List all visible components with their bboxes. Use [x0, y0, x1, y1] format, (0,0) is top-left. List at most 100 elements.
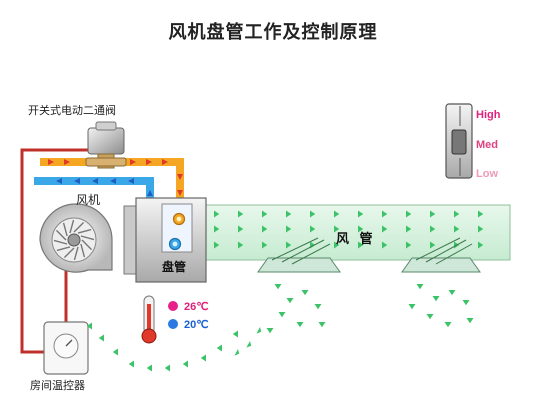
airflow-arrow — [238, 225, 244, 233]
airflow-arrow — [406, 210, 412, 218]
air-diffuser-icon-right — [401, 237, 481, 273]
airflow-arrow — [128, 360, 134, 368]
airflow-arrow — [214, 241, 220, 249]
airflow-arrow — [146, 364, 152, 372]
air-diffuser-icon-left — [257, 237, 341, 273]
airflow-arrow — [478, 210, 484, 218]
airflow-arrow — [262, 225, 268, 233]
airflow-arrow — [164, 364, 170, 372]
fan-blade — [77, 228, 92, 234]
airflow-arrow — [416, 284, 424, 290]
thermometer-icon — [141, 295, 157, 344]
airflow-arrow — [478, 225, 484, 233]
airflow-arrow — [334, 210, 340, 218]
temp-hot-label: 26℃ — [184, 301, 209, 313]
fan-blade — [69, 219, 75, 234]
airflow-arrow — [478, 241, 484, 249]
temp-cold-label: 20℃ — [184, 319, 209, 331]
airflow-arrow — [382, 241, 388, 249]
airflow-arrow — [454, 225, 460, 233]
fan-blade — [73, 221, 85, 233]
airflow-arrow — [430, 241, 436, 249]
airflow-arrow — [466, 318, 474, 324]
outflow-air-arrows — [266, 284, 474, 334]
airflow-arrow — [358, 241, 364, 249]
fan-speed-high: High — [476, 109, 501, 121]
airflow-arrow — [262, 210, 268, 218]
fan-blade — [53, 239, 68, 245]
airflow-arrow — [246, 341, 252, 348]
airflow-arrow — [98, 334, 104, 342]
airflow-arrow — [286, 225, 292, 233]
airflow-arrow — [310, 225, 316, 233]
duct-label: 风 管 — [336, 232, 376, 247]
room-air-arrows — [86, 322, 262, 372]
fan-blade — [80, 243, 86, 258]
airflow-arrow — [408, 304, 416, 310]
valve-label: 开关式电动二通阀 — [28, 104, 116, 117]
airflow-arrow — [301, 290, 309, 296]
fan-speed-med: Med — [476, 139, 498, 151]
airflow-arrow — [430, 225, 436, 233]
airflow-arrow — [234, 349, 240, 356]
airflow-arrow — [432, 296, 440, 302]
diagram-title: 风机盘管工作及控制原理 — [168, 22, 378, 43]
airflow-arrow — [406, 225, 412, 233]
airflow-arrow — [238, 210, 244, 218]
fan-speed-low: Low — [476, 168, 498, 180]
airflow-arrow — [256, 327, 262, 334]
airflow-arrow — [334, 225, 340, 233]
airflow-arrow — [334, 241, 340, 249]
fan-blade — [55, 229, 67, 241]
airflow-arrow — [310, 210, 316, 218]
coil-unit — [123, 197, 207, 283]
fan-blade — [73, 246, 79, 261]
airflow-arrow — [200, 354, 206, 362]
airflow-arrow — [182, 360, 188, 368]
airflow-arrow — [454, 210, 460, 218]
cold-temp-dot — [168, 319, 178, 329]
airflow-arrow — [382, 225, 388, 233]
control-wire — [20, 148, 93, 354]
fan-blade — [56, 246, 71, 252]
airflow-arrow — [216, 344, 222, 352]
airflow-arrow — [238, 241, 244, 249]
fan-blade — [62, 222, 68, 237]
airflow-arrow — [232, 330, 238, 338]
supply-water-pipe — [40, 158, 184, 215]
fan-speed-switch-icon — [445, 103, 473, 179]
fan-blade — [81, 239, 93, 251]
airflow-arrow — [358, 210, 364, 218]
airflow-arrow — [314, 304, 322, 310]
airflow-arrow — [426, 314, 434, 320]
airflow-arrow — [286, 241, 292, 249]
hot-temp-dot — [168, 301, 178, 311]
airflow-arrow — [214, 210, 220, 218]
airflow-arrow — [462, 300, 470, 306]
airflow-arrow — [112, 348, 118, 356]
fan-blade — [80, 235, 95, 241]
airflow-arrow — [274, 284, 282, 290]
airflow-arrow — [430, 210, 436, 218]
airflow-arrow — [444, 322, 452, 328]
airflow-arrow — [278, 312, 286, 318]
room-thermostat-icon — [43, 321, 89, 375]
airflow-arrow — [296, 322, 304, 328]
coil-label: 盘管 — [162, 260, 187, 274]
fan-icon — [39, 203, 113, 273]
airflow-arrow — [382, 210, 388, 218]
thermostat-label: 房间温控器 — [30, 379, 85, 392]
airflow-arrow — [262, 241, 268, 249]
airflow-arrow — [286, 210, 292, 218]
airflow-arrow — [406, 241, 412, 249]
motorized-valve-icon — [85, 121, 127, 169]
fan-blade — [63, 247, 75, 259]
airflow-arrow — [86, 322, 92, 330]
airflow-arrow — [358, 225, 364, 233]
fan-label: 风机 — [76, 193, 101, 207]
airflow-arrow — [318, 322, 326, 328]
airflow-arrow — [448, 290, 456, 296]
airflow-arrow — [286, 298, 294, 304]
